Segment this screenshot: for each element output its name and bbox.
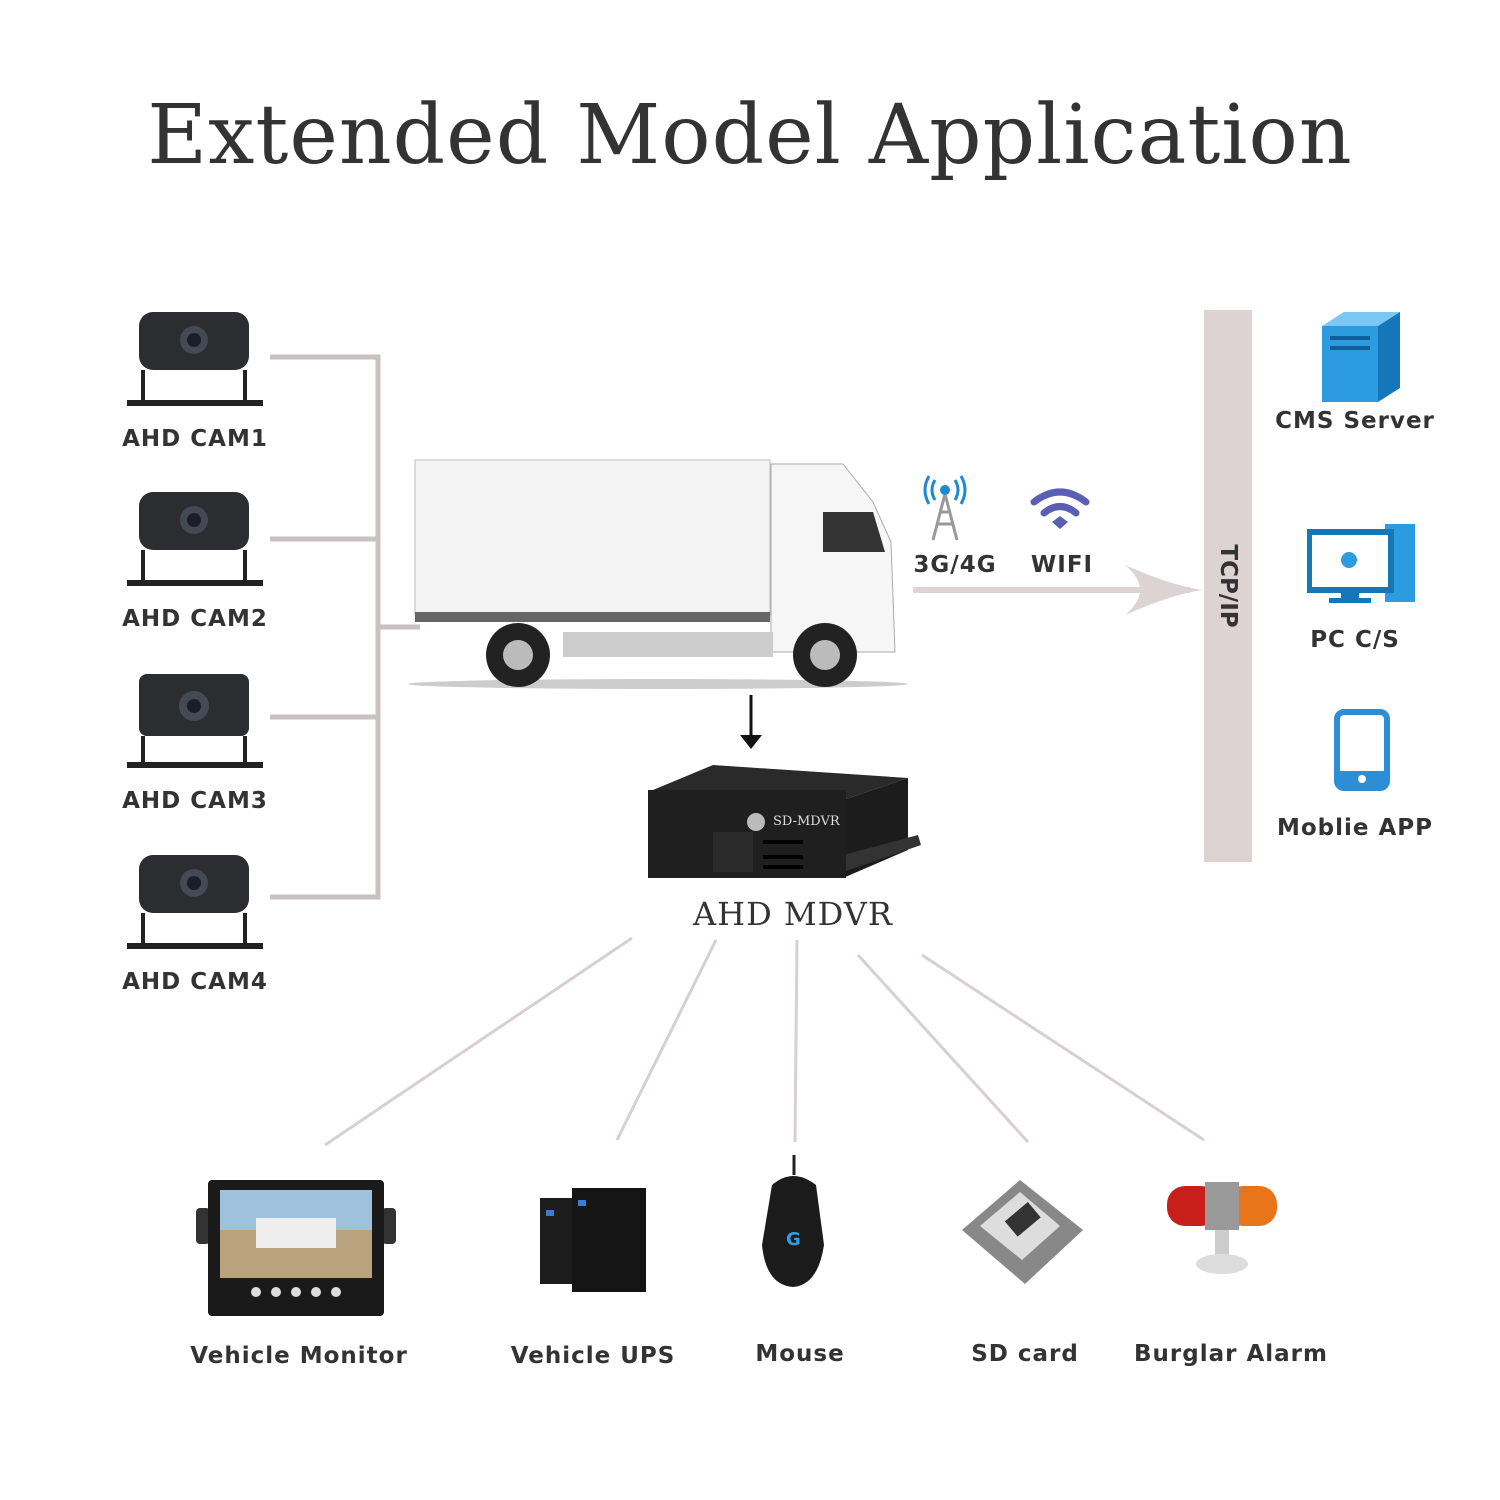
wifi-label: WIFI [1030, 552, 1094, 578]
peripheral-label: Burglar Alarm [1134, 1341, 1328, 1367]
cellular-label: 3G/4G [913, 552, 997, 578]
peripheral-label: SD card [971, 1341, 1079, 1367]
client-label: Moblie APP [1276, 815, 1434, 841]
smartphone-icon [1334, 709, 1390, 791]
peripheral-label: Mouse [755, 1341, 845, 1367]
fan-line-mouse [793, 939, 799, 1143]
fan-line-monitor [324, 936, 633, 1147]
mdvr-device-image: SD-MDVR [648, 765, 921, 878]
camera-icon [127, 492, 263, 586]
desktop-pc-icon [1307, 524, 1415, 603]
fan-line-sdcard [856, 953, 1030, 1144]
mdvr-label: AHD MDVR [693, 895, 893, 933]
camera-label: AHD CAM2 [122, 606, 268, 632]
client-label: PC C/S [1310, 627, 1400, 653]
camera-icon [127, 674, 263, 768]
device-text: SD-MDVR [773, 814, 841, 829]
fan-line-alarm [921, 953, 1205, 1142]
truck-image [408, 459, 908, 689]
mouse-image: G [762, 1155, 824, 1287]
tcp-ip-label: TCP/IP [1215, 544, 1241, 628]
client-label: CMS Server [1275, 408, 1435, 434]
burglar-alarm-image [1167, 1182, 1277, 1274]
svg-text:G: G [786, 1229, 801, 1250]
tcp-ip-bus: TCP/IP [1204, 310, 1252, 862]
network-arrow-head [1125, 565, 1202, 615]
camera-icon [127, 855, 263, 949]
peripheral-label: Vehicle UPS [510, 1343, 676, 1369]
camera-label: AHD CAM4 [122, 969, 268, 995]
server-icon [1322, 312, 1400, 402]
hard-drive-image [962, 1180, 1083, 1284]
wifi-icon [1030, 488, 1090, 529]
camera-icon [127, 312, 263, 406]
camera-label: AHD CAM3 [122, 788, 268, 814]
vehicle-ups-image [540, 1188, 646, 1292]
peripheral-label: Vehicle Monitor [190, 1343, 408, 1369]
camera-label: AHD CAM1 [122, 426, 268, 452]
down-arrow-icon [740, 695, 762, 749]
vehicle-monitor-image [196, 1180, 396, 1316]
fan-line-ups [615, 939, 718, 1141]
page-title: Extended Model Application [147, 88, 1353, 183]
cell-tower-icon [923, 475, 967, 541]
